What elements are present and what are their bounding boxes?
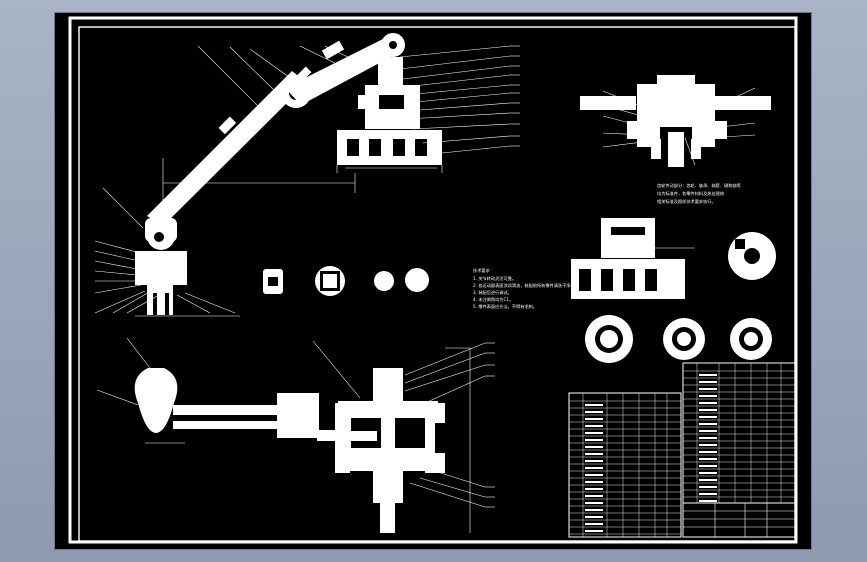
table-cell-text (585, 467, 603, 469)
technical-notes: 技术要求 1. 关节转动灵活可靠。 2. 各运动副表面涂润滑油，装配前所有零件清… (473, 267, 575, 310)
table-cell-text (585, 502, 603, 504)
table-cell-text (699, 500, 717, 502)
table-cell-text (585, 495, 603, 497)
table-cell-text (699, 402, 717, 404)
svg-text:齿轮传动部分：齿轮、轴承、轴套、键和轴等: 齿轮传动部分：齿轮、轴承、轴套、键和轴等 (657, 182, 741, 189)
table-cell-text (585, 439, 603, 441)
assembly-drawing: 技术要求 1. 关节转动灵活可靠。 2. 各运动副表面涂润滑油，装配前所有零件清… (68, 16, 798, 544)
table-cell-text (585, 453, 603, 455)
outer-frame (68, 16, 798, 544)
table-cell-text (699, 395, 717, 397)
table-cell-text (699, 444, 717, 446)
svg-text:2. 各运动副表面涂润滑油，装配前所有零件清洗干净。: 2. 各运动副表面涂润滑油，装配前所有零件清洗干净。 (473, 282, 575, 289)
table-cell-text (699, 451, 717, 453)
table-cell-text (585, 432, 603, 434)
table-cell-text (585, 530, 603, 532)
detail-parts-row (263, 266, 429, 296)
table-cell-text (585, 474, 603, 476)
table-cell-text (699, 388, 717, 390)
table-cell-text (585, 404, 603, 406)
svg-text:4. 未注倒角均为C1。: 4. 未注倒角均为C1。 (473, 296, 513, 303)
svg-text:5. 零件表面应光洁，不得有毛刺。: 5. 零件表面应光洁，不得有毛刺。 (473, 303, 537, 310)
dimension-text-marks (485, 45, 520, 508)
base-assembly-view (571, 218, 776, 299)
table-cell-text (585, 516, 603, 518)
svg-text:均为标准件，各零件材料及热处理按: 均为标准件，各零件材料及热处理按 (657, 190, 724, 197)
table-cell-text (699, 479, 717, 481)
gripper-head-leaders (602, 87, 756, 166)
main-arm-view (135, 33, 443, 317)
table-cell-text (699, 486, 717, 488)
notes-title: 技术要求 (473, 267, 491, 274)
cad-drawing-canvas[interactable]: 技术要求 1. 关节转动灵活可靠。 2. 各运动副表面涂润滑油，装配前所有零件清… (55, 13, 811, 549)
plan-view-leaders (96, 337, 486, 508)
gripper-head-view (580, 75, 771, 167)
table-cell-text (585, 523, 603, 525)
table-cell-text (585, 418, 603, 420)
table-cell-text (699, 430, 717, 432)
inner-frame (78, 26, 796, 542)
table-cell-text (699, 472, 717, 474)
table-cell-text (585, 425, 603, 427)
ring-sections (585, 315, 772, 363)
table-cell-text (585, 488, 603, 490)
main-arm-leaders (94, 45, 511, 314)
table-cell-text (585, 411, 603, 413)
table-cell-text (699, 381, 717, 383)
table-cell-text (699, 458, 717, 460)
svg-text:1. 关节转动灵活可靠。: 1. 关节转动灵活可靠。 (473, 275, 516, 282)
table-cell-text (699, 374, 717, 376)
svg-text:相关标准及图样技术要求执行。: 相关标准及图样技术要求执行。 (657, 198, 716, 205)
table-cell-text (699, 493, 717, 495)
side-note: 齿轮传动部分：齿轮、轴承、轴套、键和轴等 均为标准件，各零件材料及热处理按 相关… (657, 182, 741, 205)
svg-text:3. 装配后进行调试。: 3. 装配后进行调试。 (473, 289, 512, 296)
table-cell-text (699, 423, 717, 425)
table-cell-text (585, 460, 603, 462)
plan-view (134, 347, 471, 533)
table-cell-text (699, 465, 717, 467)
table-cell-text (699, 437, 717, 439)
table-cell-text (585, 446, 603, 448)
table-cell-text (585, 509, 603, 511)
table-cell-text (699, 416, 717, 418)
table-grid-lines (569, 363, 795, 537)
table-cell-text (699, 409, 717, 411)
parts-list-table (568, 362, 796, 538)
table-cell-text (585, 481, 603, 483)
